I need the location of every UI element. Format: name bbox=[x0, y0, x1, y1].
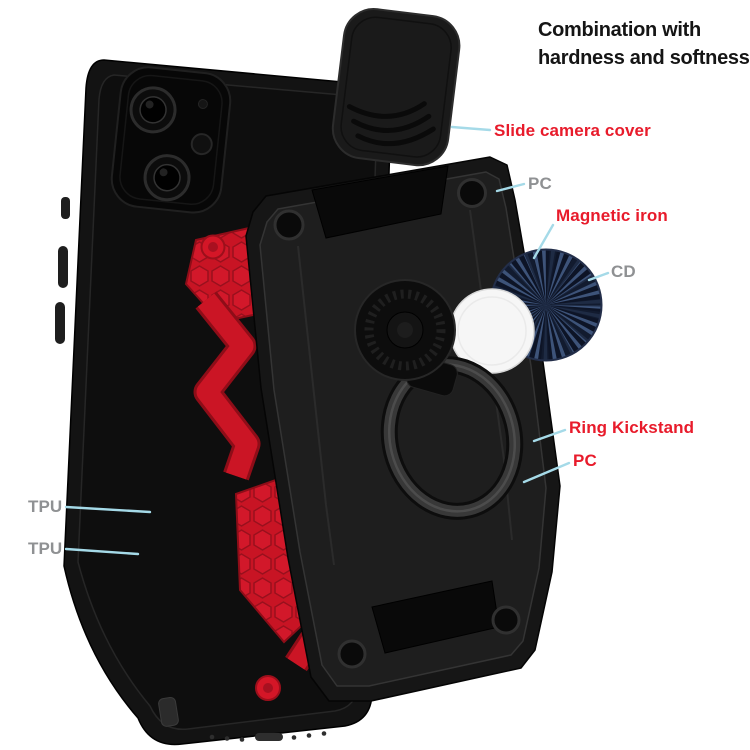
armor-top-window bbox=[311, 165, 449, 239]
speaker-holes bbox=[209, 731, 327, 742]
label-magnetic-iron: Magnetic iron bbox=[556, 206, 668, 225]
camera-lens-icon bbox=[129, 86, 177, 134]
headline: Combination with hardness and softness bbox=[538, 16, 750, 72]
port-cutout bbox=[158, 696, 179, 727]
leader-ring-kickstand bbox=[532, 428, 567, 443]
leader-pc-bottom bbox=[522, 461, 571, 484]
leader-slide-camera-cover bbox=[450, 125, 492, 132]
mute-switch bbox=[61, 197, 70, 219]
slide-camera-cover-part bbox=[331, 8, 461, 167]
camera-mic-dot bbox=[197, 99, 208, 110]
ring-kickstand-part bbox=[354, 279, 524, 520]
ring-hub bbox=[354, 279, 456, 381]
headline-line-2: hardness and softness bbox=[538, 47, 750, 69]
camera-flash bbox=[190, 133, 213, 156]
armor-corner-holes bbox=[273, 178, 521, 669]
volume-button-up bbox=[58, 246, 68, 288]
leader-tpu-lower bbox=[64, 547, 140, 556]
label-ring-kickstand: Ring Kickstand bbox=[569, 418, 695, 437]
camera-lens-icon bbox=[143, 154, 191, 202]
camera-module bbox=[110, 66, 232, 214]
label-tpu-lower: TPU bbox=[28, 539, 63, 558]
label-cd: CD bbox=[611, 262, 636, 281]
leader-magnetic-iron bbox=[532, 223, 555, 260]
label-pc-bottom: PC bbox=[573, 451, 597, 470]
slide-cover-grip-lines bbox=[346, 101, 436, 147]
label-pc-top: PC bbox=[528, 174, 552, 193]
leader-tpu-upper bbox=[64, 505, 152, 514]
leader-lines bbox=[64, 125, 610, 556]
label-tpu-upper: TPU bbox=[28, 497, 63, 516]
label-slide-camera-cover: Slide camera cover bbox=[494, 121, 651, 140]
leader-pc-top bbox=[495, 182, 526, 193]
volume-button-down bbox=[55, 302, 65, 344]
headline-line-1: Combination with bbox=[538, 19, 701, 41]
leader-cd bbox=[587, 271, 610, 282]
